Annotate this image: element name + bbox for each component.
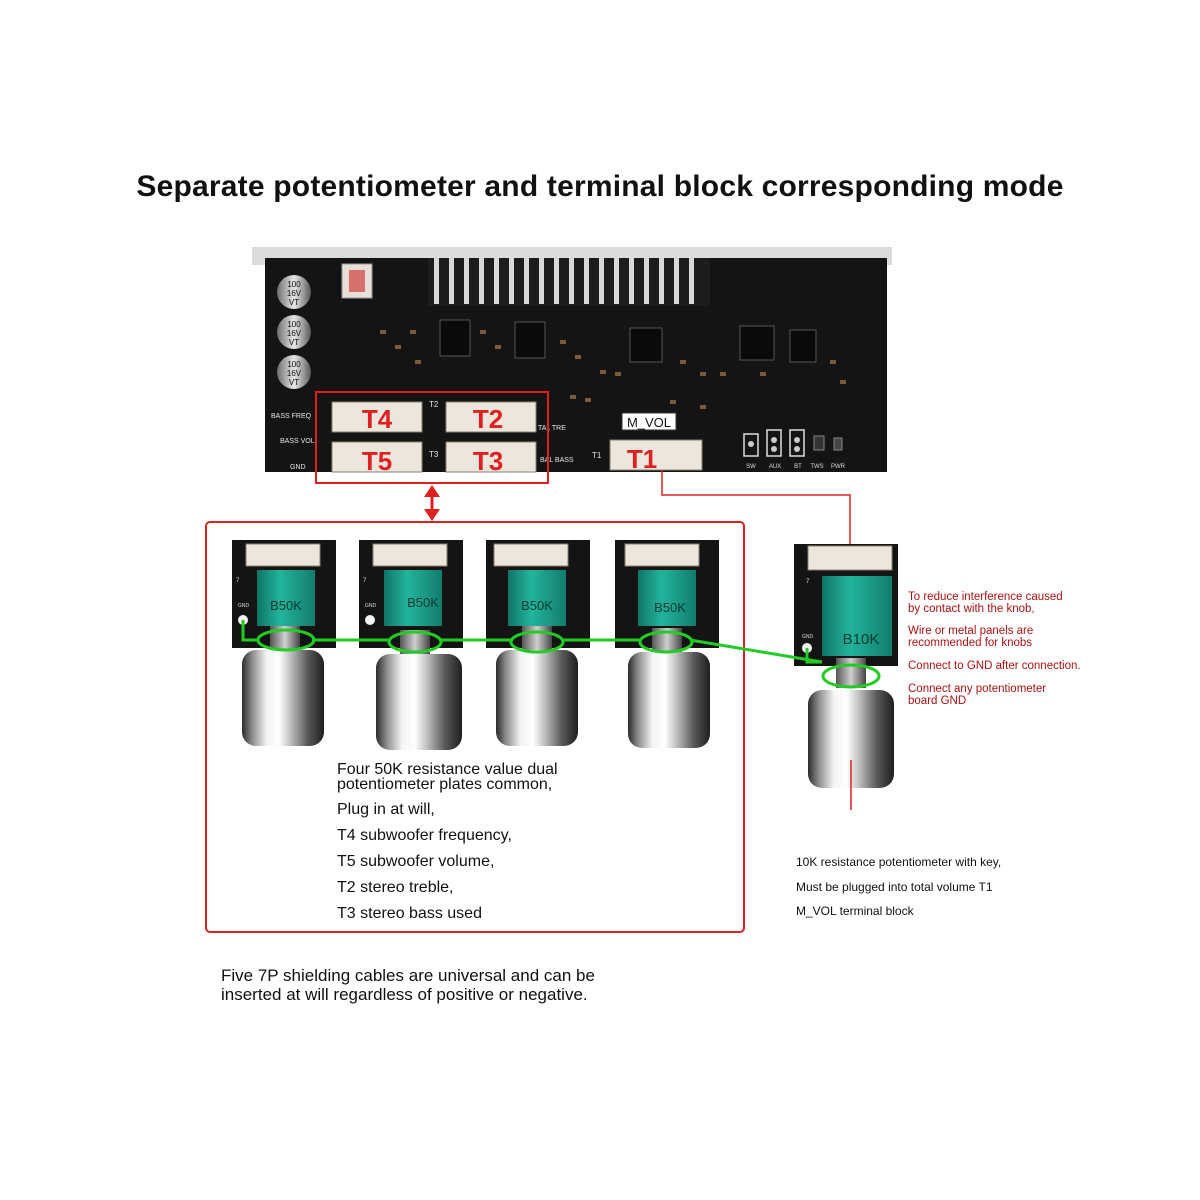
silk-bass: BAL BASS	[540, 457, 574, 464]
capacitor-label-value: 100	[287, 280, 301, 289]
pot-board-1: B50K GND 7	[232, 540, 336, 746]
connector-label-t1: T1	[627, 444, 657, 474]
cables-note: Five 7P shielding cables are universal a…	[221, 966, 595, 1004]
connector-t1: T1	[609, 439, 703, 474]
connector-label-t5: T5	[362, 446, 392, 476]
connector-t2: T2	[445, 401, 537, 434]
silk-pin-pot: 7	[236, 578, 240, 584]
ic-chips	[439, 319, 817, 363]
dual-pot-group-box	[205, 521, 745, 933]
connector-label-t2: T2	[473, 404, 503, 434]
page-title: Separate potentiometer and terminal bloc…	[136, 170, 1064, 203]
desc-line-1: Four 50K resistance value dual	[337, 761, 558, 778]
desc-line-7: T3 stereo bass used	[337, 905, 482, 922]
note-knob-material: Wire or metal panels are recommended for…	[908, 625, 1033, 649]
silk-treble: TAL TRE	[538, 425, 566, 432]
silk-pin-pot: 7	[806, 579, 810, 585]
double-arrow	[424, 485, 440, 521]
silk-aux: AUX	[769, 464, 781, 470]
switch-labels: SW AUX BT TWS PWR	[746, 464, 846, 470]
ground-wire	[241, 620, 881, 689]
pot-board-b10k: B10K GND 7	[794, 544, 898, 788]
desc-line-2: potentiometer plates common,	[337, 776, 553, 793]
silk-tws: TWS	[810, 464, 823, 470]
silk-pwr: PWR	[831, 464, 846, 470]
connector-t5: T5	[331, 441, 423, 476]
note-gnd-line: Connect to GND after connection.	[908, 660, 1081, 672]
m-vol-label-box: M_VOL	[621, 412, 677, 431]
pot-label-b10k: B10K	[843, 631, 880, 648]
silk-t2: T2	[429, 400, 439, 409]
silk-bt: BT	[794, 464, 802, 470]
capacitor-label-brand: VT	[289, 378, 299, 387]
silk-gnd-pot: GND	[365, 603, 377, 609]
note-board-gnd: Connect any potentiometer board GND	[908, 683, 1046, 707]
t1-note-line-3: M_VOL terminal block	[796, 904, 914, 918]
note-gnd-connect: Connect to GND after connection.	[908, 660, 1081, 672]
silk-bass-freq: BASS FREQ	[271, 413, 312, 420]
note-knob-line-2: recommended for knobs	[908, 637, 1033, 649]
pot-board-4: B50K	[615, 540, 719, 748]
cables-note-line-2: inserted at will regardless of positive …	[221, 985, 588, 1004]
t1-link-line	[661, 470, 851, 545]
capacitor-label-value: 100	[287, 360, 301, 369]
note-board-gnd-line-2: board GND	[908, 695, 967, 707]
desc-line-5: T5 subwoofer volume,	[337, 853, 495, 870]
terminal-group-highlight	[315, 391, 549, 484]
silk-t3: T3	[429, 450, 439, 459]
switch-headers	[743, 429, 843, 457]
capacitor-3: 100 16V VT	[277, 355, 311, 389]
m-vol-label: M_VOL	[627, 415, 671, 430]
silk-t1: T1	[592, 451, 602, 460]
t1-note-line-1: 10K resistance potentiometer with key,	[796, 855, 1002, 869]
cables-note-line-1: Five 7P shielding cables are universal a…	[221, 966, 595, 985]
connector-t4: T4	[331, 401, 423, 434]
connector-t3: T3	[445, 441, 537, 476]
amplifier-board: 100 16V VT 100 16V VT 100 16V VT	[252, 247, 892, 476]
silk-gnd-pot: GND	[238, 603, 250, 609]
silk-gnd-pot: GND	[802, 634, 814, 640]
capacitor-label-voltage: 16V	[287, 289, 302, 298]
capacitor-1: 100 16V VT	[277, 275, 311, 309]
power-connector-wires	[349, 270, 365, 292]
desc-line-6: T2 stereo treble,	[337, 879, 454, 896]
board-silkscreen: BASS FREQ BASS VOL GND TAL TRE BAL BASS …	[271, 400, 602, 471]
smd-components	[380, 330, 846, 409]
connector-label-t4: T4	[362, 404, 393, 434]
note-interference: To reduce interference caused by contact…	[908, 591, 1063, 615]
note-interference-line-1: To reduce interference caused	[908, 591, 1063, 603]
capacitor-label-value: 100	[287, 320, 301, 329]
t1-note-line-2: Must be plugged into total volume T1	[796, 880, 993, 894]
note-board-gnd-line-1: Connect any potentiometer	[908, 683, 1047, 695]
note-knob-line-1: Wire or metal panels are	[908, 625, 1034, 637]
silk-sw: SW	[746, 464, 756, 470]
dual-pot-description: Four 50K resistance value dual potentiom…	[337, 762, 558, 927]
connector-label-t3: T3	[473, 446, 503, 476]
note-interference-line-2: by contact with the knob,	[908, 603, 1035, 615]
pot-label-b50k: B50K	[407, 595, 439, 610]
silk-gnd: GND	[290, 464, 306, 471]
silk-pin-pot: 7	[363, 578, 367, 584]
capacitor-label-brand: VT	[289, 298, 299, 307]
pot-label-b50k: B50K	[521, 598, 553, 613]
silk-bass-vol: BASS VOL	[280, 438, 315, 445]
desc-line-4: T4 subwoofer frequency,	[337, 827, 512, 844]
pot-label-b50k: B50K	[654, 600, 686, 615]
heatsink	[428, 258, 710, 306]
capacitor-label-voltage: 16V	[287, 369, 302, 378]
pot-board-3: B50K	[486, 540, 590, 746]
pot-label-b50k: B50K	[270, 598, 302, 613]
desc-line-3: Plug in at will,	[337, 801, 435, 818]
pot-board-2: B50K GND 7	[359, 540, 463, 750]
capacitor-label-brand: VT	[289, 338, 299, 347]
capacitor-2: 100 16V VT	[277, 315, 311, 349]
capacitor-label-voltage: 16V	[287, 329, 302, 338]
